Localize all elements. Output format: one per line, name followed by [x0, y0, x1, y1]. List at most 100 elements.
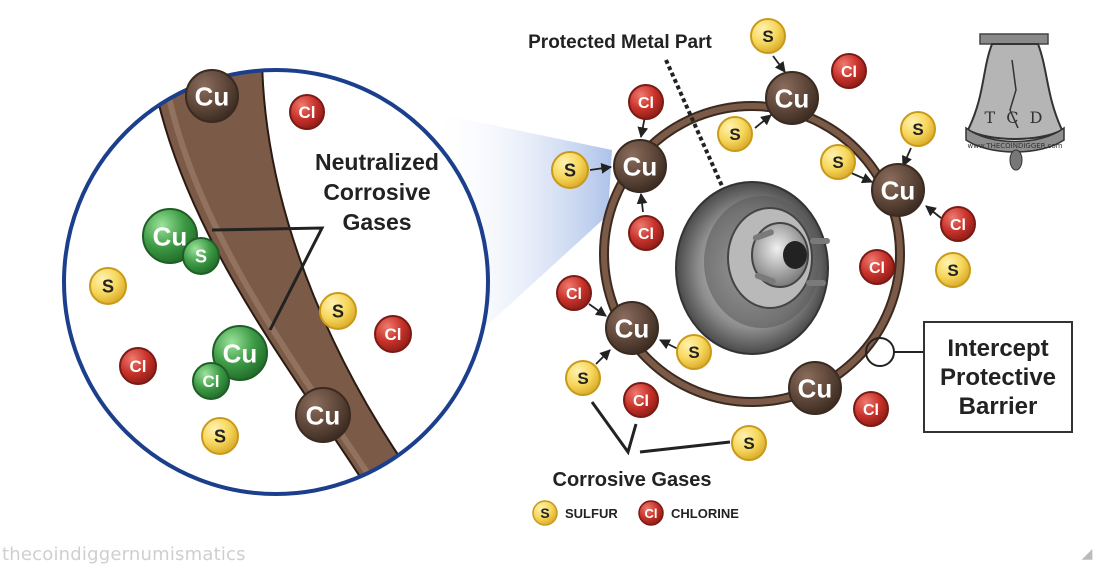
- protected-metal-part-disc: [675, 181, 830, 355]
- chlorine-atom-symbol: Cl: [633, 393, 649, 410]
- neutralized-atom-circle: [192, 362, 230, 400]
- neutralized-atom-symbol: Cu: [153, 221, 188, 251]
- sulfur-atom: S: [717, 116, 753, 152]
- neutralized-pointer-lines: [211, 226, 325, 331]
- sulfur-atom: S: [731, 425, 767, 461]
- neutralized-atom-circle: [212, 325, 268, 381]
- chlorine-atom-symbol: Cl: [130, 357, 147, 376]
- corrosive-gases-pointer-lines: [590, 401, 638, 456]
- sulfur-atom-symbol: S: [762, 27, 773, 46]
- sulfur-atom: S: [820, 144, 856, 180]
- chlorine-atom-symbol: Cl: [841, 64, 857, 81]
- copper-atom-symbol: Cu: [881, 175, 916, 205]
- sulfur-atom-symbol: S: [564, 160, 576, 180]
- neutralized-atom-symbol: Cu: [223, 338, 258, 368]
- copper-atom-circle: [765, 71, 819, 125]
- watermark-text: thecoindiggernumismatics: [2, 544, 246, 565]
- sulfur-atom: S: [900, 111, 936, 147]
- legend-chlorine-symbol: Cl: [645, 506, 658, 521]
- chlorine-atom: Cl: [628, 215, 664, 251]
- chlorine-atom-symbol: Cl: [566, 286, 582, 303]
- chlorine-atom: Cl: [623, 382, 659, 418]
- corrosive-gases-label: Corrosive Gases: [553, 469, 712, 491]
- copper-atom-symbol: Cu: [798, 373, 833, 403]
- liberty-bell-logo: T C D www.THECOINDIGGER.com: [965, 33, 1065, 171]
- sulfur-atom: S: [676, 334, 712, 370]
- logo-letters: T C D: [985, 108, 1046, 127]
- sulfur-atom-circle: [717, 116, 753, 152]
- barrier-band-zoomed: [148, 70, 432, 494]
- chlorine-atom-circle: [940, 206, 976, 242]
- copper-atom: Cu: [185, 69, 239, 123]
- chlorine-atom: Cl: [859, 249, 895, 285]
- sulfur-atom-symbol: S: [688, 343, 699, 362]
- chlorine-atom: Cl: [556, 275, 592, 311]
- intercept-protective-barrier-box: Intercept Protective Barrier: [923, 321, 1073, 433]
- legend-chlorine-name: CHLORINE: [671, 506, 739, 521]
- chlorine-atom: Cl: [940, 206, 976, 242]
- sulfur-atom-circle: [551, 151, 589, 189]
- copper-atom: Cu: [788, 361, 842, 415]
- copper-atom-circle: [605, 301, 659, 355]
- neutralized-atom: S: [182, 237, 220, 275]
- chlorine-atom-circle: [289, 94, 325, 130]
- protected-part-pointer: [664, 59, 724, 187]
- legend-sulfur-symbol: S: [540, 505, 549, 521]
- sulfur-atom-circle: [731, 425, 767, 461]
- chlorine-atom-circle: [556, 275, 592, 311]
- zoom-circle: [62, 68, 490, 496]
- atoms-layer: CuClSClSClSCuCuSCuClCuCuCuCuCuSSSSSSSSSC…: [89, 18, 976, 461]
- copper-atom: Cu: [871, 163, 925, 217]
- copper-atom-circle: [871, 163, 925, 217]
- sulfur-atom-circle: [201, 417, 239, 455]
- sulfur-atom-symbol: S: [832, 153, 843, 172]
- chlorine-atom: Cl: [831, 53, 867, 89]
- barrier-callout-circle: [865, 337, 895, 367]
- neutralized-label-line2: Corrosive: [323, 179, 430, 205]
- sulfur-atom: S: [565, 360, 601, 396]
- sulfur-atom-symbol: S: [947, 261, 958, 280]
- sulfur-atom-circle: [820, 144, 856, 180]
- chlorine-atom-circle: [119, 347, 157, 385]
- legend-sulfur-icon: [532, 500, 558, 526]
- intercept-protective-barrier-label: Intercept Protective Barrier: [939, 334, 1057, 420]
- sulfur-atom-circle: [676, 334, 712, 370]
- sulfur-atom: S: [551, 151, 589, 189]
- sulfur-atom-circle: [319, 292, 357, 330]
- sulfur-atom: S: [935, 252, 971, 288]
- chlorine-atom-symbol: Cl: [869, 260, 885, 277]
- sulfur-atom-circle: [900, 111, 936, 147]
- copper-atom-symbol: Cu: [623, 151, 658, 181]
- protective-barrier-ring: [599, 101, 905, 407]
- sulfur-atom-symbol: S: [332, 301, 344, 321]
- chlorine-atom-circle: [853, 391, 889, 427]
- chlorine-atom-symbol: Cl: [385, 325, 402, 344]
- chlorine-atom-circle: [623, 382, 659, 418]
- chlorine-atom: Cl: [374, 315, 412, 353]
- chlorine-atom-symbol: Cl: [638, 226, 654, 243]
- sulfur-atom-circle: [750, 18, 786, 54]
- copper-atom: Cu: [295, 387, 351, 443]
- chlorine-atom: Cl: [853, 391, 889, 427]
- sulfur-atom-symbol: S: [729, 125, 740, 144]
- sulfur-atom-symbol: S: [743, 434, 754, 453]
- copper-atom-symbol: Cu: [775, 83, 810, 113]
- chlorine-atom-symbol: Cl: [638, 95, 654, 112]
- copper-atom-symbol: Cu: [195, 81, 230, 111]
- chlorine-atom: Cl: [289, 94, 325, 130]
- copper-atom-circle: [295, 387, 351, 443]
- legend: S SULFUR Cl CHLORINE: [532, 500, 739, 526]
- neutralized-atom: Cu: [212, 325, 268, 381]
- sulfur-atom-circle: [89, 267, 127, 305]
- legend-chlorine-icon: [638, 500, 664, 526]
- neutralized-label-line3: Gases: [342, 209, 411, 235]
- chlorine-atom: Cl: [628, 84, 664, 120]
- chlorine-atom-circle: [831, 53, 867, 89]
- ebay-watermark-icon: ◢: [1081, 545, 1093, 561]
- sulfur-atom-symbol: S: [577, 369, 588, 388]
- legend-sulfur-name: SULFUR: [565, 506, 618, 521]
- chlorine-atom-symbol: Cl: [863, 402, 879, 419]
- copper-atom: Cu: [613, 139, 667, 193]
- protected-metal-part-label: Protected Metal Part: [528, 32, 712, 53]
